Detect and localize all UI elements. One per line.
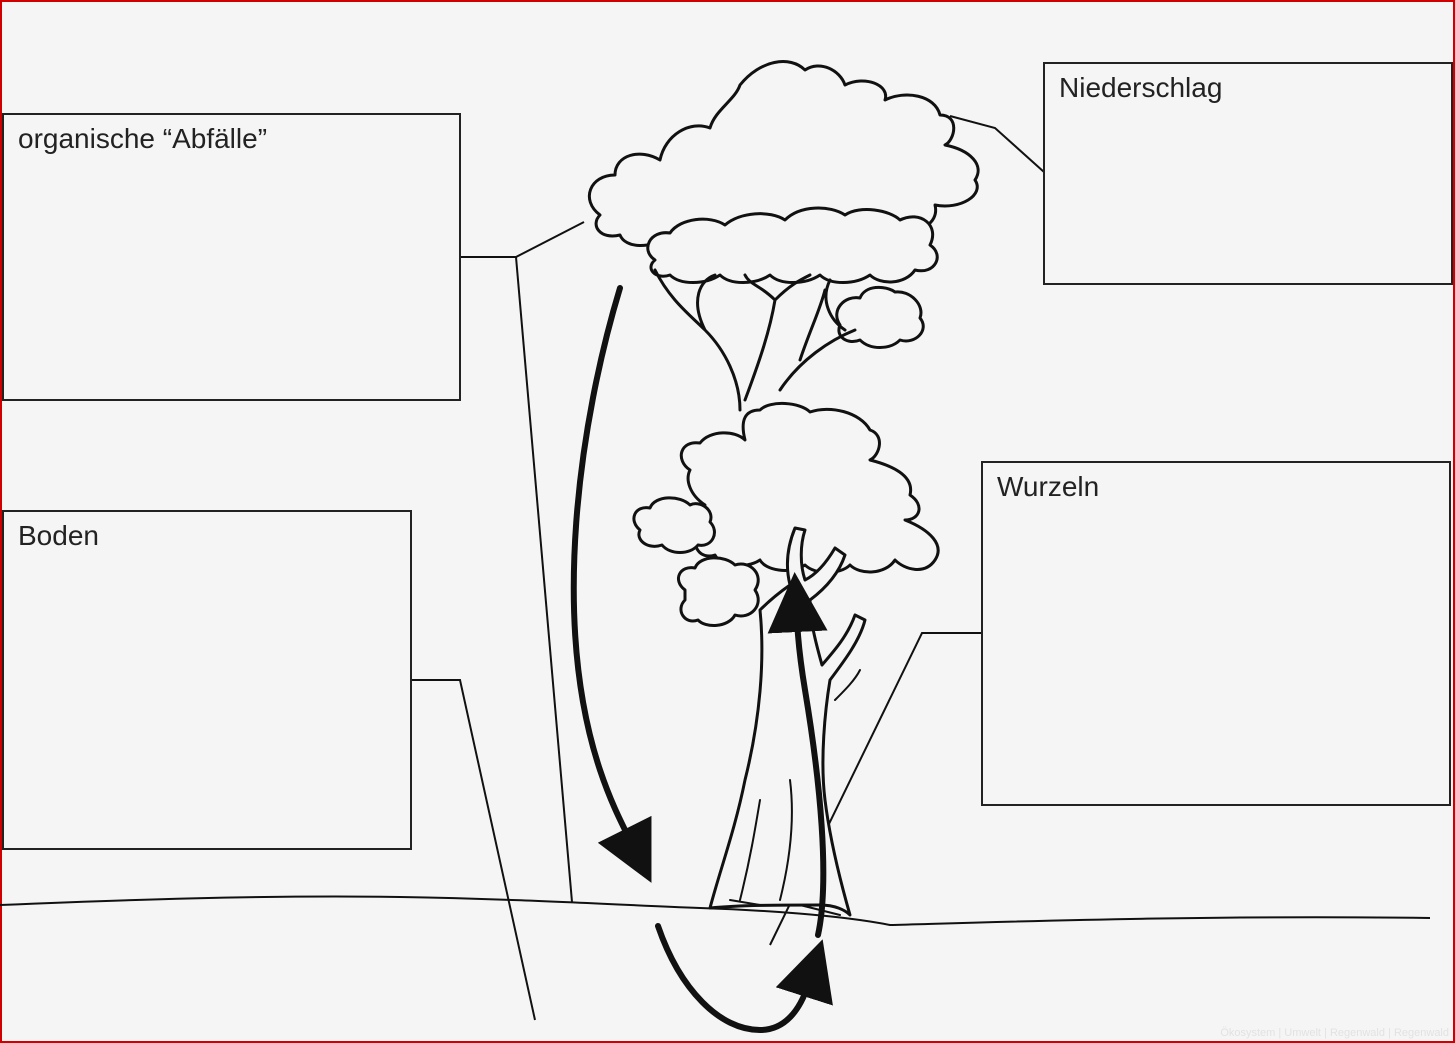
soil-label: Boden [18, 520, 99, 551]
connector-organic-waste [460, 221, 585, 258]
right-tuft [835, 285, 925, 349]
tree-illustration [587, 60, 980, 917]
precipitation-label: Niederschlag [1059, 72, 1223, 103]
arrow-up-roots [767, 572, 828, 938]
ground-line [0, 895, 1431, 927]
arrow-underground-curve [655, 923, 833, 1034]
precipitation-box: Niederschlag [1043, 62, 1453, 285]
organic-waste-label: organische “Abfälle” [18, 123, 268, 154]
organic-waste-box: organische “Abfälle” [2, 113, 461, 401]
middle-crown [679, 402, 940, 574]
lower-left-tuft [677, 556, 760, 627]
arrow-down-falling-leaves [570, 285, 652, 883]
left-tuft [632, 496, 716, 554]
watermark-text: Ökosystem | Umwelt | Regenwald | Regenwa… [1220, 1027, 1449, 1039]
upper-branches [653, 268, 857, 412]
trunk-detail [729, 669, 861, 916]
connector-organic-waste-ground [515, 256, 573, 903]
soil-box: Boden [2, 510, 412, 850]
connector-precipitation [949, 115, 1045, 173]
trunk [708, 526, 867, 917]
roots-label: Wurzeln [997, 471, 1100, 502]
arrows [570, 285, 833, 1034]
roots-box: Wurzeln [981, 461, 1451, 806]
connector-soil [410, 679, 536, 1021]
upper-crown-shelf [646, 206, 939, 284]
